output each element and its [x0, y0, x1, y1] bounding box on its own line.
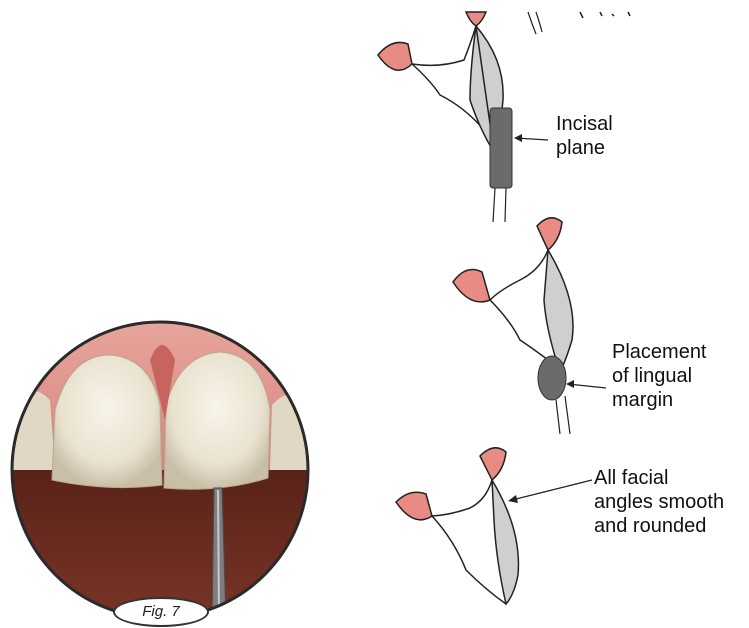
- tooth-diagram-lingual-margin: [453, 218, 606, 434]
- facial-angles-label: All facial angles smooth and rounded: [594, 466, 724, 538]
- tooth-diagram-facial-angles: [396, 448, 592, 604]
- lingual-margin-label: Placement of lingual margin: [612, 340, 707, 412]
- incisal-plane-label: Incisal plane: [556, 112, 613, 160]
- figure-caption: Fig. 7: [113, 597, 209, 627]
